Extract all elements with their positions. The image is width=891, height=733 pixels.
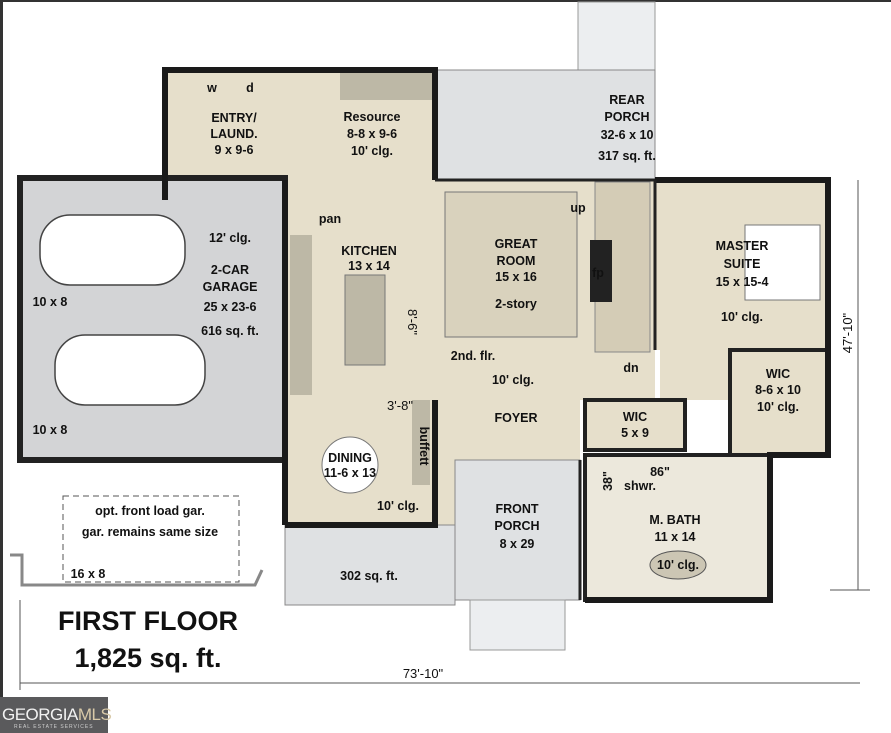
front-porch-label-3: 8 x 29 [500,537,535,551]
front-steps [469,599,566,651]
garage-label-4: 616 sq. ft. [201,324,259,338]
foyer-label: FOYER [494,411,537,425]
opt-garage-note-1: opt. front load gar. [95,504,205,518]
wic-large [728,348,830,457]
svg-text:w: w [206,81,217,95]
dining-label-1: DINING [328,451,372,465]
exterior-walls [162,67,831,603]
master-label-1: MASTER [716,239,769,253]
bed-icon [744,224,821,301]
stairs-down-label: dn [623,361,638,375]
entry-label-1: ENTRY/ [211,111,257,125]
wic-small [583,398,687,452]
kitchen-island [344,274,386,366]
logo-text: GEORGIA [2,705,78,724]
dining-label-2: 11-6 x 13 [324,466,376,480]
foyer [455,400,580,460]
wic-large-label-1: WIC [766,367,790,381]
rear-porch-label-1: REAR [609,93,644,107]
side-porch-area: 302 sq. ft. [340,569,398,583]
front-porch-label-1: FRONT [495,502,538,516]
rear-porch-steps [577,1,656,71]
shower-depth: 38" [601,471,615,491]
opt-garage-note-2: gar. remains same size [82,525,218,539]
wic-small-label-2: 5 x 9 [621,426,649,440]
car-icon [39,214,186,286]
garage-label-1: 2-CAR [211,263,249,277]
great-room-label-1: GREAT [495,237,538,251]
front-porch-label-2: PORCH [494,519,539,533]
floor-area: 1,825 sq. ft. [74,643,221,673]
great-room-label-4: 2-story [495,297,537,311]
island-length: 8'-6" [405,309,420,335]
shower-width: 86" [650,465,670,479]
pantry-label: pan [319,212,341,226]
kitchen-label-2: 13 x 14 [348,259,390,273]
garage-bay-1: 10 x 8 [33,295,68,309]
shower-label: shwr. [624,479,656,493]
garage-bay-2: 10 x 8 [33,423,68,437]
great-room-label-2: ROOM [497,254,536,268]
rear-porch-label-2: PORCH [604,110,649,124]
entry-label-2: LAUND. [210,127,257,141]
dining-ceiling: 10' clg. [377,499,419,513]
garage-label-3: 25 x 23-6 [204,300,257,314]
resource-label-2: 8-8 x 9-6 [347,127,397,141]
floor-title: FIRST FLOOR [58,606,238,636]
bathtub [649,550,707,580]
resource-label-3: 10' clg. [351,144,393,158]
depth-dimension: 47'-10" [840,312,855,353]
optional-garage-outline [62,495,240,583]
rear-porch-label-4: 317 sq. ft. [598,149,656,163]
bath-ceiling: 10' clg. [657,558,699,572]
bath-label-2: 11 x 14 [654,530,695,544]
fireplace-label: fp [592,266,604,280]
garage-label-2: GARAGE [203,280,258,294]
logo-text-accent: MLS [77,705,112,724]
washer-label: w [206,81,217,95]
rear-porch-label-3: 32-6 x 10 [601,128,654,142]
second-floor-label: 2nd. flr. [451,349,495,363]
entry-label-3: 9 x 9-6 [215,143,254,157]
car-icon [54,334,206,406]
wic-large-label-3: 10' clg. [757,400,799,414]
side-porch [284,524,456,606]
rear-porch [434,69,656,181]
master-label-3: 15 x 15-4 [716,275,769,289]
svg-text:d: d [246,81,254,95]
stairs-up-label: up [570,201,586,215]
resource-label-1: Resource [344,110,401,124]
dryer-label: d [246,81,254,95]
second-floor-ceiling: 10' clg. [492,373,534,387]
georgia-mls-logo: GEORGIAMLS REAL ESTATE SERVICES [0,697,112,733]
dining-table [321,436,379,494]
bath-label-1: M. BATH [649,513,700,527]
kitchen-label-1: KITCHEN [341,244,397,258]
buffet-label: buffett [417,427,431,467]
wic-large-label-2: 8-6 x 10 [755,383,801,397]
garage-ceiling: 12' clg. [209,231,251,245]
logo-subtitle: REAL ESTATE SERVICES [14,724,94,730]
width-dimension: 73'-10" [403,666,444,681]
master-ceiling: 10' clg. [721,310,763,324]
front-porch [454,459,581,601]
opt-garage-size: 16 x 8 [71,567,106,581]
great-room-label-3: 15 x 16 [495,270,537,284]
island-width: 3'-8" [387,398,413,413]
wic-small-label-1: WIC [623,410,647,424]
master-label-2: SUITE [724,257,761,271]
